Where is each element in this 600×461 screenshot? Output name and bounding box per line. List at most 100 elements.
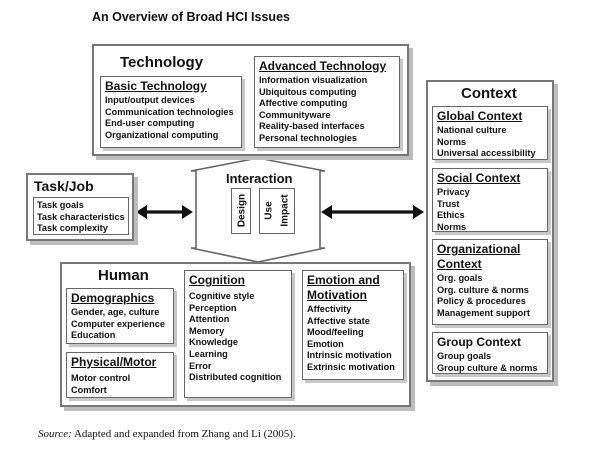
emotion-motivation-list: Affectivity Affective state Mood/feeling… bbox=[307, 304, 395, 374]
list-item: Personal technologies bbox=[259, 132, 358, 143]
list-item: Task characteristics bbox=[37, 211, 125, 222]
list-item: Knowledge bbox=[189, 337, 239, 348]
human-title: Human bbox=[98, 267, 149, 284]
list-item: Norms bbox=[437, 136, 467, 147]
interaction-title: Interaction bbox=[226, 171, 293, 186]
list-item: National culture bbox=[437, 125, 507, 135]
list-item: End-user computing bbox=[105, 118, 195, 129]
list-item: Motor control bbox=[71, 373, 131, 383]
demographics-title: Demographics bbox=[71, 291, 155, 305]
social-context-box: Social Context Privacy Trust Ethics Norm… bbox=[432, 168, 548, 232]
context-panel: Context Global Context National culture … bbox=[426, 80, 554, 382]
social-context-title: Social Context bbox=[437, 171, 521, 185]
group-context-list: Group goals Group culture & norms bbox=[437, 351, 538, 374]
task-job-list: Task goals Task characteristics Task com… bbox=[37, 200, 125, 235]
list-item: Learning bbox=[189, 348, 228, 359]
list-item: Communityware bbox=[259, 109, 331, 120]
demographics-list: Gender, age, culture Computer experience… bbox=[71, 307, 165, 342]
basic-technology-list: Input/output devices Communication techn… bbox=[105, 95, 234, 141]
list-item: Organizational computing bbox=[105, 129, 219, 140]
physical-motor-list: Motor control Comfort bbox=[71, 373, 130, 396]
group-context-title: Group Context bbox=[437, 335, 521, 349]
list-item: Management support bbox=[437, 307, 530, 318]
list-item: Affective state bbox=[307, 315, 370, 326]
list-item: Org. goals bbox=[437, 273, 483, 283]
use-label: Use bbox=[263, 201, 275, 220]
task-job-title: Task/Job bbox=[34, 178, 94, 194]
list-item: Ethics bbox=[437, 210, 465, 221]
emotion-motivation-title-line2: Motivation bbox=[307, 288, 367, 302]
list-item: Emotion bbox=[307, 338, 344, 349]
list-item: Task goals bbox=[37, 200, 84, 210]
list-item: Memory bbox=[189, 325, 225, 336]
task-job-panel: Task/Job Task goals Task characteristics… bbox=[26, 173, 134, 241]
source-label: Source: bbox=[38, 428, 72, 440]
social-context-list: Privacy Trust Ethics Norms bbox=[437, 187, 470, 233]
interaction-context-arrow bbox=[321, 205, 424, 219]
list-item: Attention bbox=[189, 314, 230, 325]
list-item: Communication technologies bbox=[105, 106, 234, 117]
technology-title: Technology bbox=[120, 54, 204, 71]
cognition-list: Cognitive style Perception Attention Mem… bbox=[189, 291, 281, 384]
list-item: Task complexity bbox=[37, 223, 108, 234]
context-title: Context bbox=[461, 85, 517, 102]
list-item: Comfort bbox=[71, 384, 107, 395]
list-item: Universal accessibility bbox=[437, 148, 536, 159]
list-item: Intrinsic motivation bbox=[307, 350, 392, 361]
organizational-context-title-line2: Context bbox=[437, 257, 482, 271]
physical-motor-title: Physical/Motor bbox=[71, 355, 157, 369]
list-item: Trust bbox=[437, 198, 460, 209]
emotion-motivation-title-line1: Emotion and bbox=[307, 273, 380, 287]
list-item: Gender, age, culture bbox=[71, 307, 160, 317]
human-panel: Human Demographics Gender, age, culture … bbox=[60, 262, 411, 407]
basic-technology-box: Basic Technology Input/output devices Co… bbox=[100, 76, 242, 148]
organizational-context-title-line1: Organizational bbox=[437, 242, 521, 256]
list-item: Input/output devices bbox=[105, 95, 195, 105]
task-job-box: Task goals Task characteristics Task com… bbox=[33, 197, 129, 235]
design-box: Design bbox=[231, 188, 251, 234]
list-item: Privacy bbox=[437, 187, 470, 197]
use-impact-box: Use Impact bbox=[259, 188, 295, 234]
organizational-context-list: Org. goals Org. culture & norms Policy &… bbox=[437, 273, 530, 319]
organizational-context-box: Organizational Context Org. goals Org. c… bbox=[432, 239, 548, 325]
list-item: Computer experience bbox=[71, 318, 165, 329]
list-item: Group culture & norms bbox=[437, 362, 538, 373]
technology-panel: Technology Basic Technology Input/output… bbox=[92, 44, 409, 156]
list-item: Org. culture & norms bbox=[437, 284, 529, 295]
list-item: Education bbox=[71, 330, 116, 341]
task-interaction-arrow bbox=[136, 205, 193, 219]
list-item: Distributed cognition bbox=[189, 372, 282, 383]
list-item: Perception bbox=[189, 302, 237, 313]
list-item: Norms bbox=[437, 221, 467, 232]
diagram-title: An Overview of Broad HCI Issues bbox=[92, 10, 290, 24]
list-item: Affectivity bbox=[307, 304, 352, 314]
list-item: Policy & procedures bbox=[437, 296, 526, 307]
list-item: Cognitive style bbox=[189, 291, 255, 301]
advanced-technology-title: Advanced Technology bbox=[259, 59, 387, 73]
global-context-list: National culture Norms Universal accessi… bbox=[437, 125, 536, 160]
global-context-box: Global Context National culture Norms Un… bbox=[432, 106, 548, 160]
cognition-box: Cognition Cognitive style Perception Att… bbox=[184, 270, 292, 398]
group-context-box: Group Context Group goals Group culture … bbox=[432, 332, 548, 374]
list-item: Ubiquitous computing bbox=[259, 86, 357, 97]
advanced-technology-box: Advanced Technology Information visualiz… bbox=[254, 56, 400, 148]
source-text: Adapted and expanded from Zhang and Li (… bbox=[71, 428, 296, 440]
list-item: Group goals bbox=[437, 351, 492, 361]
global-context-title: Global Context bbox=[437, 109, 523, 123]
basic-technology-title: Basic Technology bbox=[105, 79, 207, 93]
design-label: Design bbox=[236, 193, 248, 228]
demographics-box: Demographics Gender, age, culture Comput… bbox=[66, 288, 174, 344]
list-item: Reality-based interfaces bbox=[259, 121, 365, 132]
list-item: Information visualization bbox=[259, 75, 368, 85]
source-caption: Source: Adapted and expanded from Zhang … bbox=[38, 428, 296, 440]
emotion-motivation-box: Emotion and Motivation Affectivity Affec… bbox=[302, 270, 404, 380]
impact-label: Impact bbox=[279, 194, 291, 227]
list-item: Affective computing bbox=[259, 98, 348, 109]
list-item: Mood/feeling bbox=[307, 327, 364, 338]
list-item: Extrinsic motivation bbox=[307, 361, 395, 372]
advanced-technology-list: Information visualization Ubiquitous com… bbox=[259, 75, 367, 145]
physical-motor-box: Physical/Motor Motor control Comfort bbox=[66, 352, 174, 398]
cognition-title: Cognition bbox=[189, 273, 245, 287]
list-item: Error bbox=[189, 360, 212, 371]
